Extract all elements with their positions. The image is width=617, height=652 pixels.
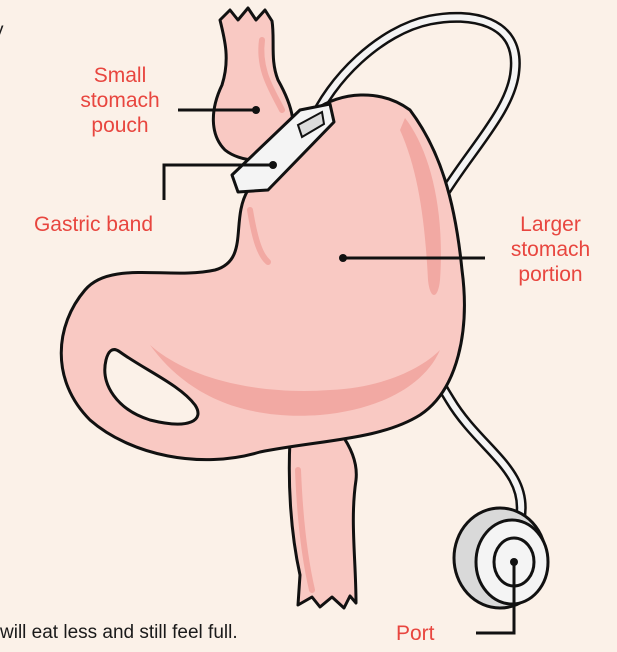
label-line: Port xyxy=(396,621,466,646)
label-line: pouch xyxy=(60,113,180,138)
label-port: Port xyxy=(396,621,466,646)
label-line: Gastric band xyxy=(6,212,181,237)
port-device xyxy=(454,508,548,608)
label-line: stomach xyxy=(60,88,180,113)
label-line: stomach xyxy=(488,237,613,262)
label-larger-stomach-portion: Larger stomach portion xyxy=(488,212,613,287)
clipped-text-top-left: y xyxy=(0,0,30,60)
duodenum xyxy=(289,432,356,608)
caption-fragment: will eat less and still feel full. xyxy=(0,622,238,643)
label-line: Larger xyxy=(488,212,613,237)
label-line: Small xyxy=(60,63,180,88)
label-small-stomach-pouch: Small stomach pouch xyxy=(60,63,180,138)
label-gastric-band: Gastric band xyxy=(6,212,181,237)
label-line: portion xyxy=(488,262,613,287)
top-left-fragment: y xyxy=(0,20,4,42)
